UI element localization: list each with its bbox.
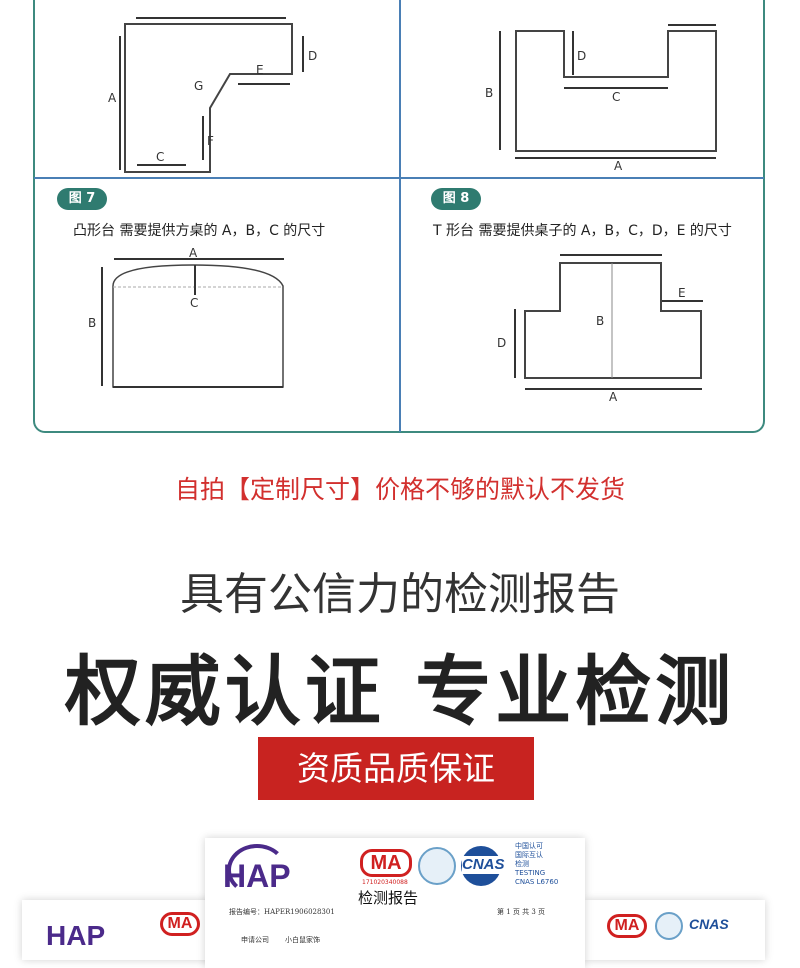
t-table-diagram: B E D A [497,254,703,404]
applicant-label: 申请公司 [241,936,269,944]
ma-logo: MA [160,912,200,936]
page-count: 第 1 页 共 3 页 [497,908,546,916]
label-a: A [614,159,623,173]
label-b: B [88,316,96,330]
certificate-right: MA CNAS [585,900,765,960]
label-e: E [678,286,686,300]
figure-7-caption: 凸形台 需要提供方桌的 A，B，C 的尺寸 [73,223,326,239]
report-number: 报告编号：HAPER1906028301 [229,908,335,916]
section-subtitle: 具有公信力的检测报告 [180,569,620,620]
cnas-logo: CNAS [689,916,729,932]
l-shape-diagram: A C D E F G [108,17,317,173]
ma-logo: MA [360,849,412,877]
figure-8-badge: 图 8 [431,188,481,210]
hap-arc-icon [227,844,287,896]
ma-logo: MA [607,914,647,938]
quality-guarantee-banner: 资质品质保证 [258,737,534,800]
label-b: B [485,86,493,100]
label-c: C [612,90,620,104]
hap-logo: HAP [46,920,106,951]
label-a: A [108,91,117,105]
label-b: B [596,314,604,328]
label-d: D [497,336,506,350]
certificate-left: HAP MA [22,900,222,960]
label-a: A [609,390,618,404]
report-title: 检测报告 [358,889,419,907]
label-d: D [577,49,586,63]
label-g: G [194,79,203,93]
section-headline: 权威认证 专业检测 [64,647,736,736]
label-c: C [190,296,198,310]
label-d: D [308,49,317,63]
applicant-value: 小白鼠家饰 [285,936,320,944]
label-e: E [256,63,264,77]
cnas-logo: CNAS [462,856,505,874]
label-f: F [207,134,214,148]
ma-number: 171020340088 [362,879,408,886]
figure-7-badge: 图 7 [57,188,107,210]
ilac-mra-logo [418,847,456,885]
divider [34,177,764,179]
figure-8-caption: T 形台 需要提供桌子的 A，B，C，D，E 的尺寸 [433,223,732,239]
custom-size-notice: 自拍【定制尺寸】价格不够的默认不发货 [174,475,625,504]
hap-logo: HAP [223,858,291,894]
label-a: A [189,246,198,260]
label-c: C [156,150,164,164]
convex-table-diagram: A C B [88,246,284,388]
u-shape-diagram: B D C A [485,24,717,173]
size-diagram-panel [33,0,765,433]
ilac-mra-logo [655,912,683,940]
divider [399,0,401,432]
